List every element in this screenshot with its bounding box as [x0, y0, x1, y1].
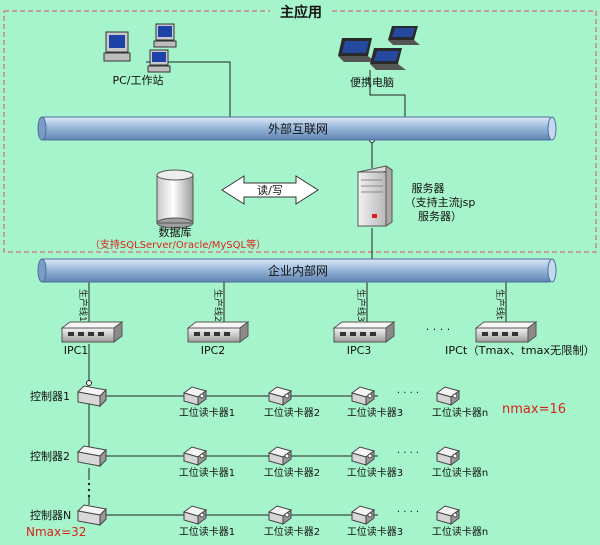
server-note-1: （支持主流jsp	[405, 195, 476, 209]
controller-2-label: 控制器2	[30, 449, 70, 463]
database-label: 数据库	[159, 225, 192, 239]
card-reader-icon	[350, 446, 376, 466]
card-reader-label: 工位读卡器3	[347, 525, 403, 538]
card-reader-label: 工位读卡器1	[179, 466, 235, 479]
card-reader-label: 工位读卡器n	[432, 525, 488, 538]
internal-network-bus	[37, 258, 557, 283]
production-line-3-label: 生产线3	[355, 289, 367, 322]
card-reader-label: 工位读卡器2	[264, 525, 320, 538]
controller-n-icon	[76, 504, 108, 527]
external-internet-bus	[37, 116, 557, 141]
card-reader-label: 工位读卡器n	[432, 406, 488, 419]
card-reader-label: 工位读卡器2	[264, 466, 320, 479]
ipc3-label: IPC3	[347, 344, 372, 357]
card-reader-icon	[182, 446, 208, 466]
reader-limit: nmax=16	[502, 402, 566, 417]
read-write-label: 读/写	[257, 183, 283, 197]
controller-1-icon	[76, 385, 108, 408]
card-reader-icon	[267, 505, 293, 525]
connector-lines	[88, 61, 507, 516]
controller-port-dot	[86, 380, 92, 386]
ipc1-label: IPC1	[64, 344, 89, 357]
row1-ellipsis: · · · ·	[397, 388, 419, 399]
pc-workstation-label: PC/工作站	[112, 73, 163, 87]
card-reader-icon	[267, 446, 293, 466]
database-note: （支持SQLServer/Oracle/MySQL等）	[90, 238, 266, 251]
card-reader-icon	[267, 386, 293, 406]
controller-n-label: 控制器N	[30, 508, 71, 522]
internal-network-label: 企业内部网	[268, 263, 328, 278]
controller-limit: Nmax=32	[26, 525, 86, 539]
card-reader-icon	[182, 386, 208, 406]
card-reader-icon	[182, 505, 208, 525]
database-icon	[156, 169, 194, 229]
card-reader-label: 工位读卡器n	[432, 466, 488, 479]
read-write-arrow	[221, 175, 319, 205]
card-reader-icon	[350, 386, 376, 406]
ipc3-icon	[332, 321, 396, 343]
pc-connector	[146, 61, 231, 117]
controller-1-label: 控制器1	[30, 389, 70, 403]
ipct-icon	[474, 321, 538, 343]
card-reader-icon	[435, 505, 461, 525]
card-reader-icon	[435, 446, 461, 466]
server-note-2: 服务器）	[418, 210, 462, 223]
card-reader-label: 工位读卡器1	[179, 525, 235, 538]
ipc2-label: IPC2	[201, 344, 226, 357]
production-line-t-label: 生产线t	[494, 289, 506, 320]
production-line-2-label: 生产线2	[212, 289, 224, 322]
production-line-1-label: 生产线1	[77, 289, 89, 322]
laptop-icon	[338, 26, 420, 70]
ipc1-icon	[60, 321, 124, 343]
main-app-title-bg	[270, 3, 332, 21]
card-reader-label: 工位读卡器3	[347, 406, 403, 419]
ipct-label: IPCt（Tmax、tmax无限制）	[445, 344, 595, 357]
pc-workstation-icon	[103, 23, 177, 73]
external-internet-label: 外部互联网	[268, 121, 328, 136]
controller-2-icon	[76, 445, 108, 468]
card-reader-label: 工位读卡器3	[347, 466, 403, 479]
main-app-title: 主应用	[280, 4, 322, 21]
server-icon	[356, 165, 394, 227]
card-reader-label: 工位读卡器1	[179, 406, 235, 419]
card-reader-icon	[350, 505, 376, 525]
row2-ellipsis: · · · ·	[397, 448, 419, 459]
laptop-connector	[369, 70, 406, 117]
controller-ellipsis-dots	[87, 482, 91, 498]
row3-ellipsis: · · · ·	[397, 507, 419, 518]
laptop-label: 便携电脑	[350, 75, 394, 89]
ipc-ellipsis: · · · ·	[426, 323, 450, 336]
card-reader-label: 工位读卡器2	[264, 406, 320, 419]
ipc2-icon	[186, 321, 250, 343]
card-readers: 工位读卡器1 工位读卡器2 工位读卡器3 工位读卡器n 工位读卡器1 工位读卡器2 工位读卡…	[179, 386, 488, 538]
card-reader-icon	[435, 386, 461, 406]
server-label: 服务器	[412, 182, 445, 195]
